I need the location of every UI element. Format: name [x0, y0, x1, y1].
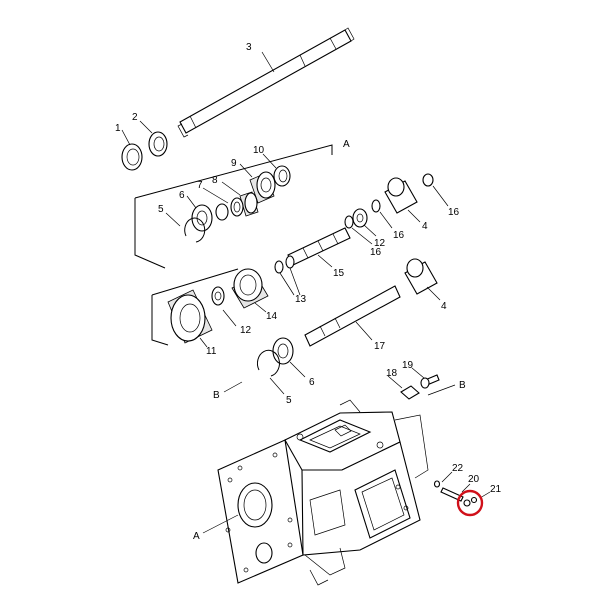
part-17-shaft[interactable]	[304, 285, 401, 347]
part-21-plug[interactable]	[463, 496, 478, 507]
part-1-seal[interactable]	[121, 143, 143, 171]
part-16-ring-a[interactable]	[422, 173, 434, 187]
callout-b-right: B	[459, 380, 466, 391]
part-13-o-rings[interactable]	[274, 255, 295, 274]
callout-9: 9	[231, 158, 237, 169]
part-7-ring[interactable]	[230, 197, 244, 217]
callout-6-lower: 6	[309, 377, 315, 388]
part-15-shaft[interactable]	[287, 227, 351, 266]
part-16-ring-c[interactable]	[344, 215, 354, 229]
callout-5-upper: 5	[158, 204, 164, 215]
callout-16-b: 16	[393, 230, 405, 241]
callout-13: 13	[295, 294, 307, 305]
callout-7: 7	[197, 180, 203, 191]
part-11-clutch-drum[interactable]	[167, 289, 213, 344]
part-5-snap-ring-upper[interactable]	[184, 217, 206, 243]
part-4-sleeve-lower[interactable]	[404, 258, 438, 295]
part-16-ring-b[interactable]	[371, 199, 381, 213]
part-19-bolt[interactable]	[420, 374, 440, 389]
part-22-pin[interactable]	[433, 480, 441, 488]
callout-22: 22	[452, 463, 464, 474]
part-14-hub[interactable]	[231, 268, 269, 309]
callout-6-upper: 6	[179, 190, 185, 201]
callout-11: 11	[206, 346, 217, 357]
bracket-group-a	[134, 144, 333, 269]
callout-2: 2	[132, 112, 138, 123]
part-9-gear[interactable]	[249, 171, 276, 204]
callout-21: 21	[490, 484, 502, 495]
highlight-circle-part-21	[456, 489, 484, 517]
callout-4-lower: 4	[441, 301, 447, 312]
callout-20: 20	[468, 474, 480, 485]
bracket-group-b	[151, 268, 239, 346]
callout-3: 3	[246, 42, 252, 53]
part-10-bearing[interactable]	[273, 165, 291, 187]
part-18-plate[interactable]	[400, 385, 420, 400]
part-20-shaft-pin[interactable]	[440, 487, 464, 502]
callout-14: 14	[266, 311, 278, 322]
callout-8: 8	[212, 175, 218, 186]
callout-a-bottom: A	[193, 531, 200, 542]
callout-17: 17	[374, 341, 386, 352]
callout-10: 10	[253, 145, 265, 156]
part-12-bearing-upper[interactable]	[352, 208, 368, 228]
transmission-housing[interactable]	[217, 399, 429, 586]
part-5-snap-ring-lower[interactable]	[256, 349, 280, 377]
part-12-bearing-lower[interactable]	[211, 286, 225, 306]
callout-1: 1	[115, 123, 121, 134]
callout-12-upper: 12	[374, 238, 386, 249]
part-4-sleeve-upper[interactable]	[384, 177, 418, 214]
callout-12-lower: 12	[240, 325, 252, 336]
callout-18: 18	[386, 368, 398, 379]
callout-4-upper: 4	[422, 221, 428, 232]
callout-16-c: 16	[370, 247, 382, 258]
callout-15: 15	[333, 268, 345, 279]
part-6-bearing-upper[interactable]	[191, 203, 229, 232]
callout-5-lower: 5	[286, 395, 292, 406]
part-2-bearing[interactable]	[148, 131, 168, 157]
callout-16-a: 16	[448, 207, 460, 218]
part-8-gear[interactable]	[239, 191, 259, 217]
callout-19: 19	[402, 360, 414, 371]
part-6-bearing-lower[interactable]	[272, 337, 294, 365]
part-3-main-shaft[interactable]	[177, 27, 355, 138]
callout-b-left: B	[213, 390, 220, 401]
callout-a-top: A	[343, 139, 350, 150]
